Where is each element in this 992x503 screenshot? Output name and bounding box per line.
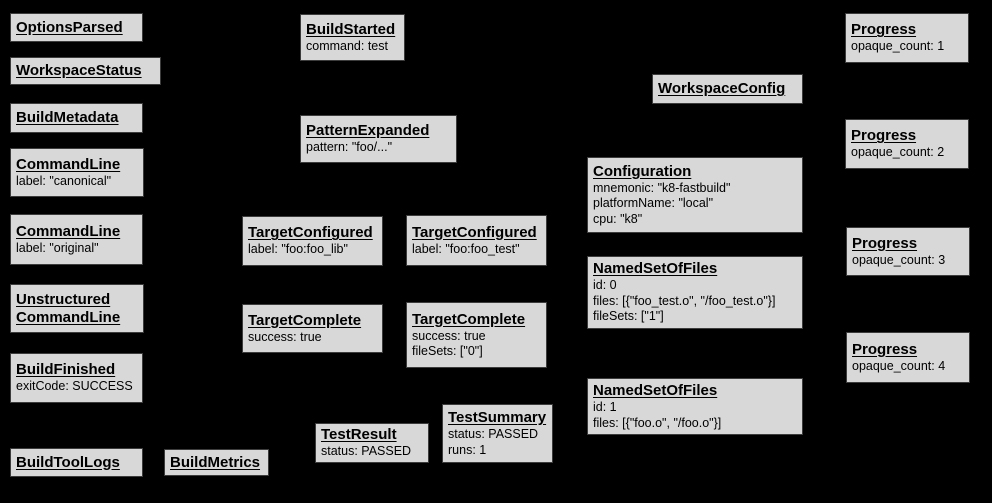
node-title: OptionsParsed (16, 18, 123, 36)
node-title: Unstructured (16, 290, 111, 308)
node-attribute: success: true (248, 329, 322, 344)
node-title: CommandLine (16, 308, 121, 326)
node-attribute: label: "foo:foo_test" (412, 241, 520, 256)
node-options-parsed: OptionsParsed (10, 13, 143, 42)
node-title: Progress (851, 21, 917, 39)
node-attribute: id: 1 (593, 400, 617, 414)
node-title: BuildMetrics (170, 453, 261, 471)
node-build-metadata: BuildMetadata (10, 103, 143, 133)
node-title: CommandLine (16, 155, 121, 173)
node-title: BuildMetadata (16, 109, 119, 126)
node-attribute: files: [{"foo_test.o", "/foo_test.o"}] (593, 293, 776, 308)
node-title: TargetConfigured (248, 224, 373, 242)
node-attribute: label: "canonical" (16, 173, 112, 188)
node-workspace-config: WorkspaceConfig (652, 74, 803, 104)
node-title: BuildStarted (306, 20, 396, 38)
node-attribute: fileSets: ["1"] (593, 309, 664, 324)
node-title: NamedSetOfFiles (593, 382, 718, 399)
node-attribute: platformName: "local" (593, 196, 714, 211)
node-title: TargetComplete (412, 310, 526, 328)
node-title: WorkspaceStatus (16, 62, 142, 79)
node-title: NamedSetOfFiles (593, 260, 718, 278)
node-title: Progress (851, 127, 917, 145)
node-title: WorkspaceConfig (658, 80, 786, 97)
node-build-metrics: BuildMetrics (164, 449, 269, 476)
node-attribute: opaque_count: 1 (851, 39, 945, 54)
node-title: BuildToolLogs (16, 453, 120, 471)
node-title: Progress (852, 340, 918, 358)
node-attribute: status: PASSED (448, 427, 539, 441)
node-workspace-status: WorkspaceStatus (10, 57, 161, 85)
node-title: Configuration (593, 162, 692, 180)
node-title: TargetComplete (248, 311, 362, 329)
node-attribute: fileSets: ["0"] (412, 344, 483, 358)
node-attribute: opaque_count: 2 (851, 145, 945, 160)
node-attribute: label: "foo:foo_lib" (248, 242, 348, 257)
node-attribute: label: "original" (16, 240, 99, 255)
node-title: CommandLine (16, 222, 121, 240)
node-build-tool-logs: BuildToolLogs (10, 448, 143, 477)
node-attribute: success: true (412, 328, 486, 343)
node-title: Progress (852, 234, 918, 252)
node-attribute: opaque_count: 3 (852, 252, 946, 267)
node-attribute: status: PASSED (321, 444, 412, 459)
node-title: BuildFinished (16, 361, 116, 379)
node-attribute: cpu: "k8" (593, 211, 643, 226)
node-title: PatternExpanded (306, 122, 430, 140)
node-title: TestResult (321, 426, 397, 444)
node-title: TestSummary (448, 409, 547, 426)
node-attribute: runs: 1 (448, 442, 487, 457)
node-attribute: pattern: "foo/..." (306, 140, 393, 155)
node-attribute: command: test (306, 38, 388, 53)
node-title: TargetConfigured (412, 223, 537, 241)
node-attribute: id: 0 (593, 278, 617, 293)
node-attribute: files: [{"foo.o", "/foo.o"}] (593, 415, 722, 430)
node-attribute: opaque_count: 4 (852, 358, 946, 373)
node-attribute: exitCode: SUCCESS (16, 379, 133, 394)
node-attribute: mnemonic: "k8-fastbuild" (593, 180, 731, 195)
